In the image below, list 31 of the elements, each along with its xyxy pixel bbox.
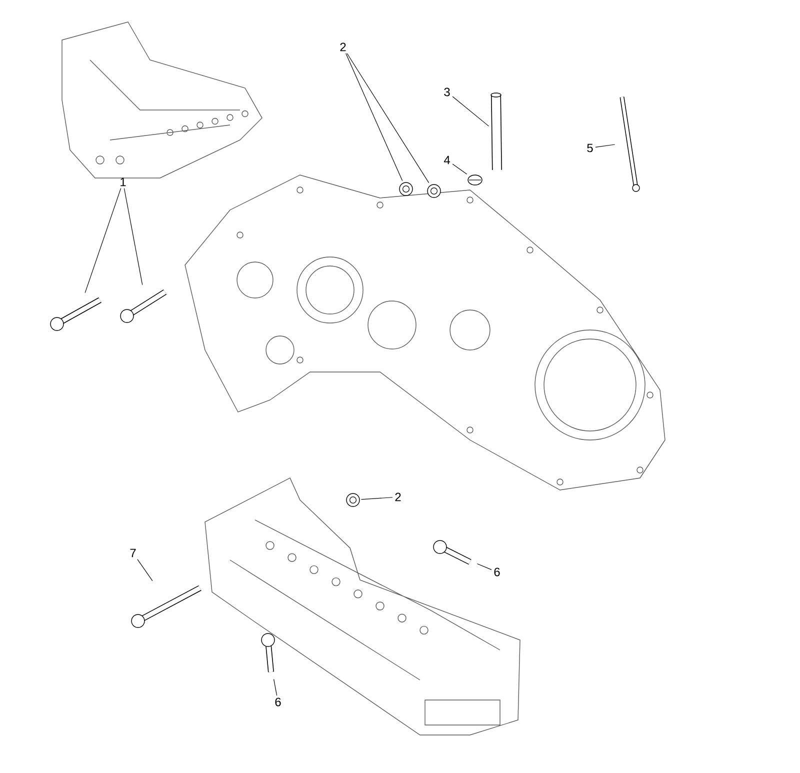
callout-number: 1 (120, 178, 126, 186)
nut (399, 182, 413, 196)
tube (490, 92, 502, 170)
leader-line (137, 559, 153, 582)
leader-line (346, 53, 430, 184)
bolt (261, 633, 275, 672)
callout-number: 2 (340, 42, 346, 52)
leader-line (452, 96, 490, 126)
rod (620, 96, 640, 192)
callout-number: 3 (444, 88, 450, 96)
callout-number: 4 (444, 156, 450, 164)
bolt (131, 585, 202, 628)
leader-line (84, 188, 122, 294)
bolt (50, 297, 102, 331)
nut (346, 493, 360, 507)
leader-line (595, 144, 616, 148)
callout-number: 6 (275, 698, 281, 706)
callout-number: 7 (130, 548, 136, 558)
callout-number: 6 (494, 568, 500, 576)
clip (468, 174, 482, 186)
leader-line (274, 678, 278, 696)
bolt (433, 540, 472, 565)
callout-number: 2 (395, 492, 401, 502)
nut (427, 184, 441, 198)
leader-line (452, 164, 468, 174)
leader-line (124, 188, 143, 286)
leader-line (346, 53, 403, 182)
leader-line (360, 497, 393, 500)
bolt (120, 289, 167, 323)
leader-line (476, 563, 492, 570)
callout-number: 5 (587, 144, 593, 152)
